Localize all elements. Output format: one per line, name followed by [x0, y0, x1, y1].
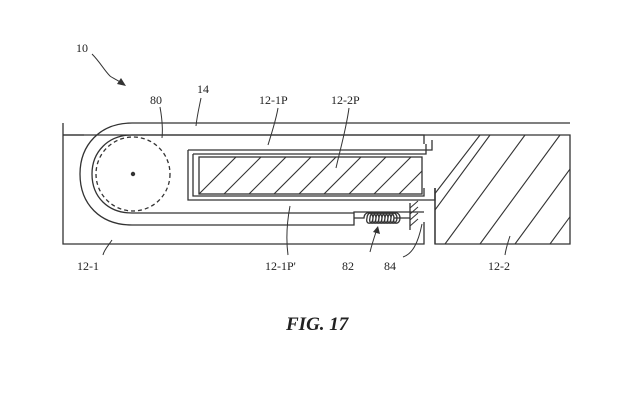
device-pointer-arrowhead: [117, 78, 126, 86]
leader-12-1P-prime: [286, 205, 291, 256]
leader-84: [402, 223, 423, 258]
label-panel-top: 12-1P: [259, 93, 288, 107]
panel-12-2P: [198, 156, 423, 195]
housing-outline: [63, 134, 571, 245]
panel-12-2P-hatching: [199, 157, 422, 194]
anchor-84: [409, 200, 419, 230]
leader-82-arrowhead: [373, 226, 380, 234]
leader-14: [195, 97, 202, 127]
label-panel-second: 12-2P: [331, 93, 360, 107]
inner-channel-mid: [192, 144, 427, 197]
housing-left-outline: [62, 123, 425, 245]
display-layer-top-inner: [132, 134, 425, 144]
display-layer-outer: [79, 122, 424, 226]
figure-caption: FIG. 17: [285, 314, 350, 335]
spring-82: [354, 212, 410, 224]
label-housing-left: 12-1: [77, 259, 99, 273]
leader-12-2P: [335, 107, 350, 169]
roller-80: [95, 136, 171, 212]
device-pointer-arrow: [91, 53, 124, 85]
label-device: 10: [76, 41, 88, 55]
display-layer-inner: [91, 134, 354, 214]
label-roller: 80: [150, 93, 162, 107]
roller-axle: [130, 171, 136, 177]
label-housing-right: 12-2: [488, 259, 510, 273]
leader-12-1P: [267, 107, 279, 146]
leader-12-1: [102, 239, 113, 256]
label-panel-bottom: 12-1P': [265, 259, 296, 273]
label-layer: 14: [197, 82, 209, 96]
label-anchor: 84: [384, 259, 396, 273]
housing-12-2-hatching: [424, 135, 570, 244]
leader-12-2: [504, 235, 511, 256]
leader-82: [369, 231, 377, 253]
label-spring: 82: [342, 259, 354, 273]
